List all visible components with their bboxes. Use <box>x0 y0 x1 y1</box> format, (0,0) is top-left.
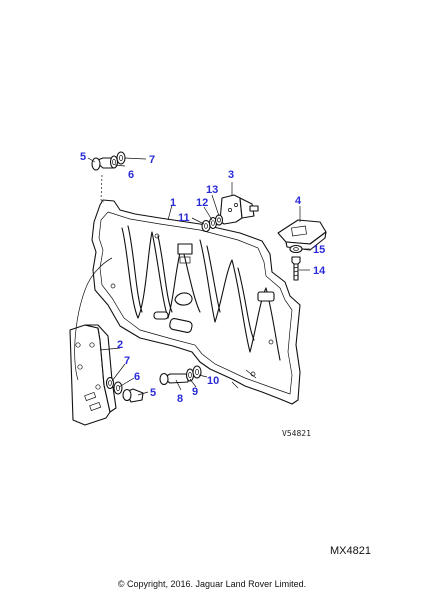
callout-12: 12 <box>196 197 208 209</box>
fasteners-right <box>289 244 303 281</box>
fasteners-upper-middle <box>201 214 224 233</box>
callout-1: 1 <box>170 197 176 209</box>
callout-6-bottom: 6 <box>134 371 140 383</box>
callout-10: 10 <box>207 375 219 387</box>
bracket-part-3 <box>219 194 259 225</box>
callout-13: 13 <box>206 184 218 196</box>
callout-14: 14 <box>313 265 326 277</box>
callout-8: 8 <box>177 393 183 405</box>
fasteners-bottom-left <box>105 376 144 403</box>
reference-code: V54821 <box>282 429 311 438</box>
callout-9: 9 <box>192 386 198 398</box>
callout-3: 3 <box>228 169 234 181</box>
fasteners-bottom-middle <box>159 365 202 386</box>
callout-4: 4 <box>295 195 302 207</box>
callout-15: 15 <box>313 244 325 256</box>
fasteners-top-left <box>91 151 126 203</box>
callout-5-top: 5 <box>80 151 86 163</box>
callout-7-bottom: 7 <box>124 355 130 367</box>
callout-2: 2 <box>117 339 123 351</box>
callout-5-bottom: 5 <box>150 387 156 399</box>
panel-part-1 <box>91 199 301 405</box>
copyright-notice: © Copyright, 2016. Jaguar Land Rover Lim… <box>117 579 307 589</box>
leader-lines <box>87 157 310 396</box>
callout-labels: 5 6 7 1 3 13 12 11 4 15 14 2 7 6 5 8 9 1… <box>80 151 326 405</box>
callout-6-top: 6 <box>128 169 134 181</box>
callout-11: 11 <box>178 212 190 224</box>
callout-7-top: 7 <box>149 154 155 166</box>
part-number: MX4821 <box>330 545 371 557</box>
